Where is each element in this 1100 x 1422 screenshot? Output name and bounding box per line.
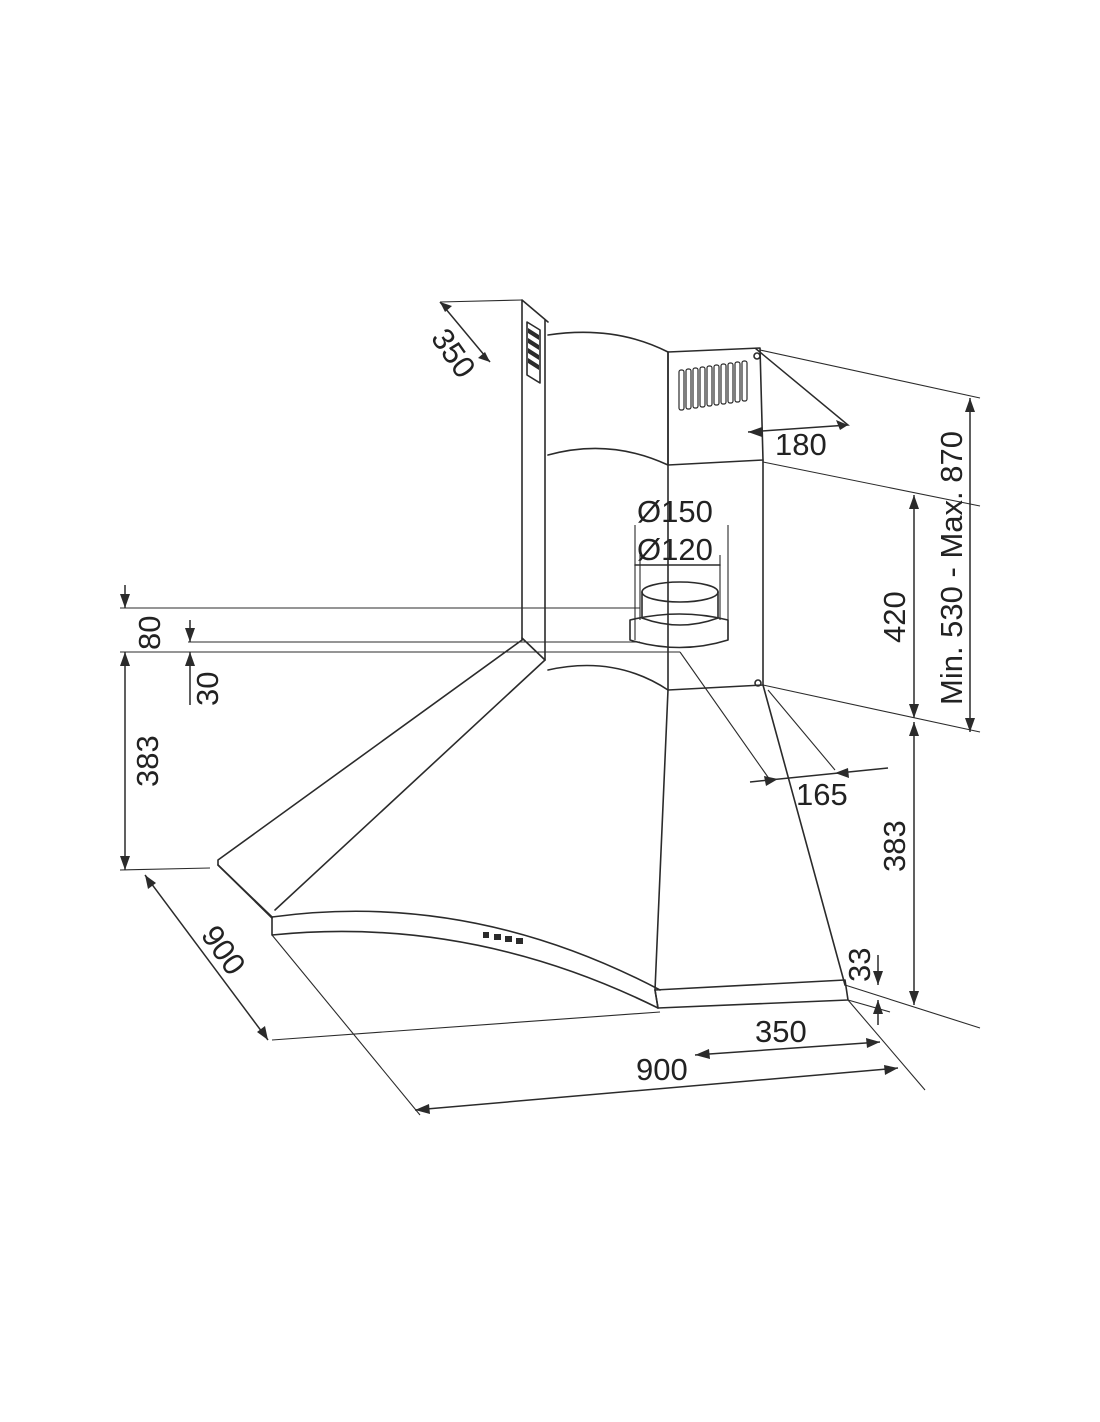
chimney-range-label: Min. 530 - Max. 870 [934,431,969,705]
side-width-front-label: 900 [636,1052,688,1087]
collar-height-label: 30 [190,672,225,706]
side-width-left-label: 900 [194,919,252,981]
control-panel [483,932,523,944]
canopy-height-right-label: 383 [877,820,912,872]
canopy-height-left-label: 383 [130,735,165,787]
duct-inner-label: Ø120 [637,532,713,567]
outlet-height-label: 80 [132,616,167,650]
vent-grille-right [678,352,762,687]
chimney-depth-label: 350 [424,322,482,384]
dimension-lines [120,301,975,1114]
duct-collar [629,525,729,649]
lower-chimney-height-label: 420 [877,591,912,643]
chimney-width-label: 180 [775,427,827,462]
extension-lines [119,299,981,1116]
front-depth-label: 350 [755,1014,807,1049]
chimney-offset-label: 165 [796,777,848,812]
hood-outline [217,299,849,1009]
rim-height-label: 33 [842,948,877,982]
duct-outer-label: Ø150 [637,494,713,529]
vent-grille-left [526,321,541,384]
